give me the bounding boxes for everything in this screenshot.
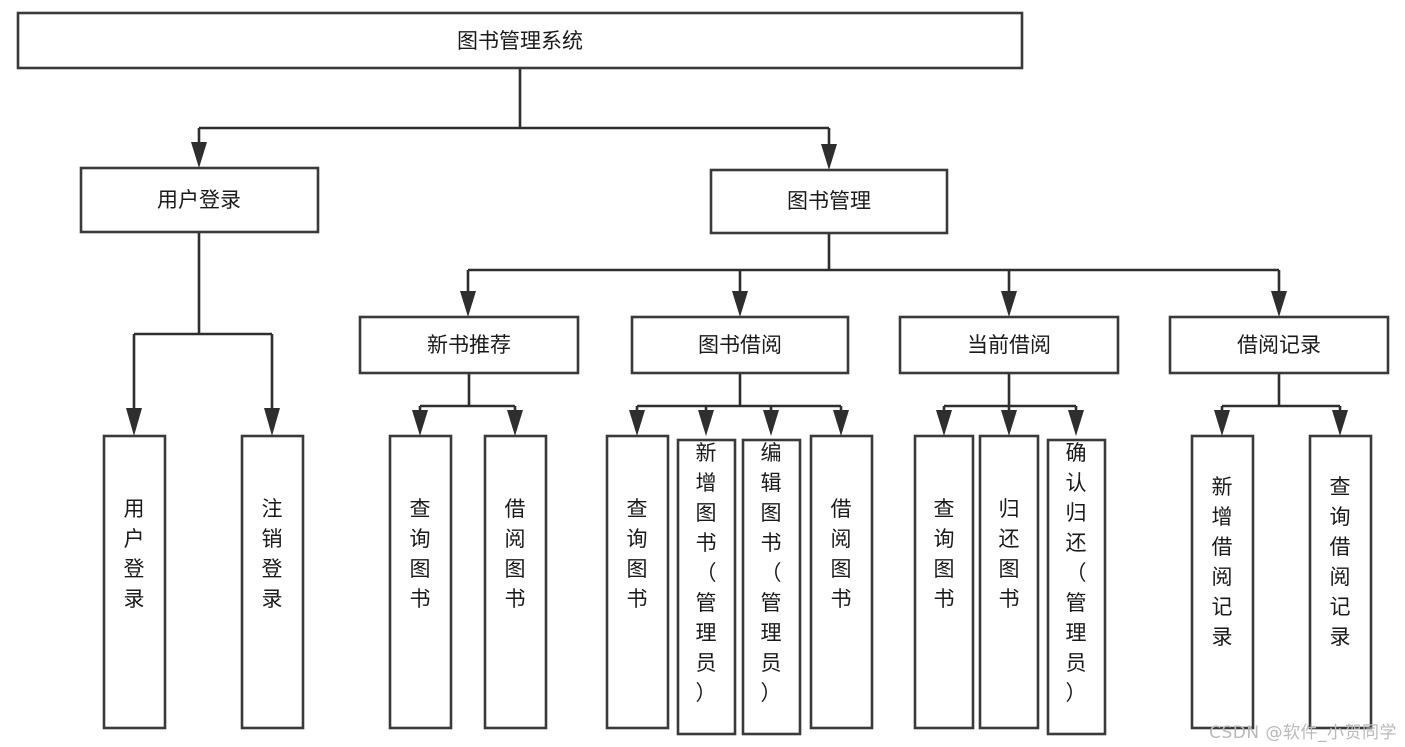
leaf-user-login-logout-label: 注销登录 xyxy=(262,497,283,611)
node-book-borrow-rect[interactable] xyxy=(630,315,850,375)
leaf-nbr-borrow-book-rect[interactable] xyxy=(483,434,548,730)
arrow-head-leaf-user-login-1 xyxy=(126,408,142,436)
node-current-borrow-label: 当前借阅 xyxy=(967,333,1051,357)
leaf-bb-query-book-label: 查询图书 xyxy=(627,497,648,611)
leaf-bb-edit-book-admin[interactable]: 编辑图书（管理员） xyxy=(741,438,802,736)
leaf-cb-confirm-return-admin-rect[interactable] xyxy=(1046,438,1107,736)
leaf-bb-add-book-admin[interactable]: 新增图书（管理员） xyxy=(676,438,737,736)
arrow-head-leaf-nbr-2 xyxy=(507,410,523,436)
arrow-head-leaf-nbr-1 xyxy=(412,410,428,436)
arrow-head-leaf-cb-3 xyxy=(1068,410,1084,436)
leaf-cb-return-book-rect[interactable] xyxy=(978,434,1040,730)
node-new-book-recommend-label: 新书推荐 xyxy=(427,333,511,357)
arrow-head-leaf-cb-2 xyxy=(1001,410,1017,436)
connector-group-borrow-record xyxy=(1214,373,1348,436)
node-current-borrow[interactable]: 当前借阅 xyxy=(898,315,1120,375)
arrow-head-leaf-bb-2 xyxy=(698,410,714,436)
leaf-cb-query-book[interactable]: 查询图书 xyxy=(913,434,975,730)
leaf-nbr-borrow-book-label: 借阅图书 xyxy=(505,497,526,611)
arrow-head-new-book-recommend xyxy=(460,291,476,317)
arrow-head-user-login xyxy=(191,142,207,168)
arrow-head-borrow-record xyxy=(1271,291,1287,317)
leaf-br-add-record-rect[interactable] xyxy=(1190,434,1255,730)
connector-group-book-borrow xyxy=(629,373,849,436)
node-book-management[interactable]: 图书管理 xyxy=(709,168,949,235)
arrow-head-leaf-bb-4 xyxy=(833,410,849,436)
connector-group-current-borrow xyxy=(936,373,1084,436)
leaf-cb-confirm-return-admin[interactable]: 确认归还（管理员） xyxy=(1046,438,1107,736)
leaf-user-login-login[interactable]: 用户登录 xyxy=(102,434,167,730)
node-root-rect[interactable] xyxy=(16,11,1024,70)
arrow-head-book-mgmt xyxy=(821,144,837,170)
arrow-head-current-borrow xyxy=(1001,291,1017,317)
arrow-head-leaf-bb-3 xyxy=(763,410,779,436)
leaf-bb-add-book-admin-label: 新增图书（管理员） xyxy=(696,441,717,705)
leaf-bb-edit-book-admin-label: 编辑图书（管理员） xyxy=(761,441,782,705)
leaf-cb-return-book[interactable]: 归还图书 xyxy=(978,434,1040,730)
connector-group-book-mgmt xyxy=(460,233,1287,317)
arrow-head-leaf-br-1 xyxy=(1214,410,1230,436)
leaf-nbr-query-book[interactable]: 查询图书 xyxy=(388,434,453,730)
connector-group-root xyxy=(191,68,837,170)
leaf-br-add-record-label: 新增借阅记录 xyxy=(1212,475,1233,649)
leaf-br-query-record[interactable]: 查询借阅记录 xyxy=(1308,434,1373,730)
leaf-cb-return-book-label: 归还图书 xyxy=(999,497,1020,611)
node-root-label: 图书管理系统 xyxy=(457,29,583,53)
leaf-user-login-login-label: 用户登录 xyxy=(124,497,145,611)
node-book-borrow[interactable]: 图书借阅 xyxy=(630,315,850,375)
node-book-management-rect[interactable] xyxy=(709,168,949,235)
arrow-head-leaf-user-login-2 xyxy=(264,408,280,436)
arrow-head-book-borrow xyxy=(732,291,748,317)
node-borrow-record-rect[interactable] xyxy=(1168,315,1390,375)
leaf-cb-query-book-label: 查询图书 xyxy=(934,497,955,611)
arrow-head-leaf-cb-1 xyxy=(936,410,952,436)
leaf-nbr-query-book-label: 查询图书 xyxy=(410,497,431,611)
connector-group-new-book-recommend xyxy=(412,373,523,436)
arrow-head-leaf-bb-1 xyxy=(629,410,645,436)
leaf-nbr-borrow-book[interactable]: 借阅图书 xyxy=(483,434,548,730)
leaf-bb-add-book-admin-rect[interactable] xyxy=(676,438,737,736)
node-book-management-label: 图书管理 xyxy=(787,189,871,213)
connector-group-user-login xyxy=(126,232,280,436)
leaf-user-login-login-rect[interactable] xyxy=(102,434,167,730)
node-user-login[interactable]: 用户登录 xyxy=(79,166,320,234)
leaf-br-add-record[interactable]: 新增借阅记录 xyxy=(1190,434,1255,730)
arrow-head-leaf-br-2 xyxy=(1332,410,1348,436)
leaf-bb-query-book-rect[interactable] xyxy=(605,434,670,730)
node-book-borrow-label: 图书借阅 xyxy=(698,333,782,357)
node-user-login-rect[interactable] xyxy=(79,166,320,234)
leaf-bb-query-book[interactable]: 查询图书 xyxy=(605,434,670,730)
node-current-borrow-rect[interactable] xyxy=(898,315,1120,375)
node-borrow-record[interactable]: 借阅记录 xyxy=(1168,315,1390,375)
leaf-bb-borrow-book-label: 借阅图书 xyxy=(831,497,852,611)
node-new-book-recommend[interactable]: 新书推荐 xyxy=(358,315,580,375)
leaf-br-query-record-label: 查询借阅记录 xyxy=(1330,475,1351,649)
leaf-cb-confirm-return-admin-label: 确认归还（管理员） xyxy=(1066,441,1087,705)
leaf-bb-borrow-book-rect[interactable] xyxy=(809,434,874,730)
node-root-system[interactable]: 图书管理系统 xyxy=(16,11,1024,70)
node-borrow-record-label: 借阅记录 xyxy=(1237,333,1321,357)
leaf-bb-edit-book-admin-rect[interactable] xyxy=(741,438,802,736)
node-user-login-label: 用户登录 xyxy=(157,188,241,212)
leaf-user-login-logout-rect[interactable] xyxy=(240,434,305,730)
leaf-br-query-record-rect[interactable] xyxy=(1308,434,1373,730)
leaf-user-login-logout[interactable]: 注销登录 xyxy=(240,434,305,730)
node-new-book-recommend-rect[interactable] xyxy=(358,315,580,375)
leaf-nbr-query-book-rect[interactable] xyxy=(388,434,453,730)
leaf-cb-query-book-rect[interactable] xyxy=(913,434,975,730)
csdn-watermark: CSDN @软件_小贺同学 xyxy=(1209,723,1397,743)
leaf-bb-borrow-book[interactable]: 借阅图书 xyxy=(809,434,874,730)
